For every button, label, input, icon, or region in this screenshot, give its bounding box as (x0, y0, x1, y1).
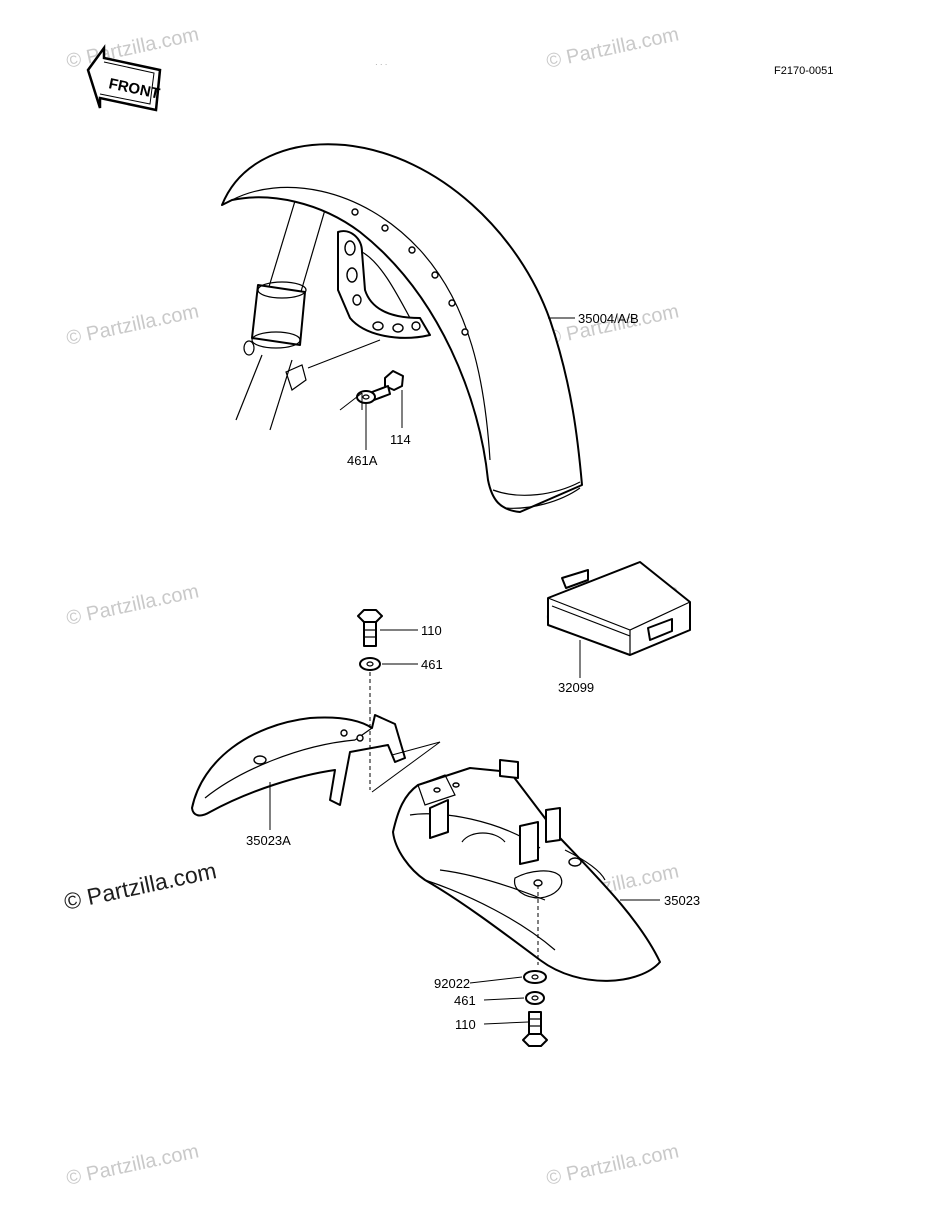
bolt-114-icon (371, 370, 404, 401)
fender-bracket (337, 230, 431, 339)
scan-dots: · · · (375, 60, 387, 69)
washer-461-lower-icon (525, 991, 545, 1005)
watermark: © Partzilla.com (64, 580, 200, 630)
callout-461-top[interactable]: 461 (421, 657, 443, 672)
washer-461a-icon (356, 390, 376, 404)
front-arrow-icon: FRONT (86, 44, 162, 112)
callout-110-top[interactable]: 110 (421, 623, 442, 638)
watermark-dark: © Partzilla.com (62, 857, 219, 915)
front-fender (221, 143, 583, 513)
watermark: © Partzilla.com (544, 1140, 680, 1190)
callout-35004[interactable]: 35004/A/B (578, 311, 639, 326)
callout-461-lower[interactable]: 461 (454, 993, 476, 1008)
callout-110-lower[interactable]: 110 (455, 1017, 476, 1032)
watermark: © Partzilla.com (64, 1140, 200, 1190)
callout-461a[interactable]: 461A (347, 453, 378, 468)
callout-35023[interactable]: 35023 (664, 893, 700, 908)
watermark: © Partzilla.com (64, 300, 200, 350)
rear-fender (392, 759, 661, 982)
washer-461-top-icon (359, 657, 381, 671)
diagram-code: F2170-0051 (774, 65, 833, 77)
front-fender-assembly (221, 143, 583, 513)
rear-fender-front-piece (191, 710, 406, 830)
callouts: 35004/A/B 114 461A 110 461 32099 35023A … (246, 311, 700, 1032)
watermark: © Partzilla.com (544, 23, 680, 73)
box-32099-icon (547, 561, 691, 678)
callout-32099[interactable]: 32099 (558, 680, 594, 695)
bolt-110-lower-icon (522, 1011, 548, 1047)
washer-92022-icon (523, 970, 547, 984)
callout-114[interactable]: 114 (390, 432, 411, 447)
callout-92022[interactable]: 92022 (434, 976, 470, 991)
callout-35023a[interactable]: 35023A (246, 833, 291, 848)
bolt-110-top-icon (357, 609, 383, 647)
